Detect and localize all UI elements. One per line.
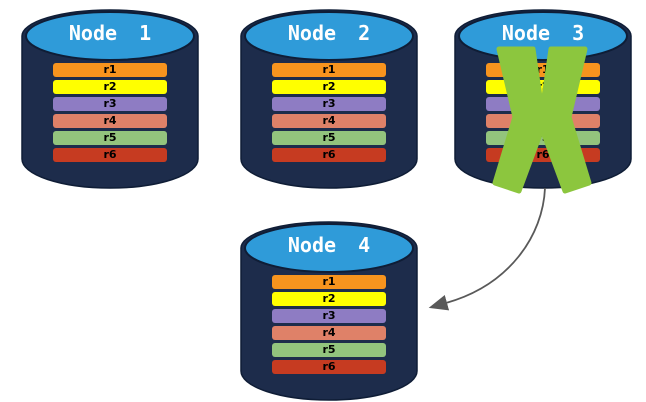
replica-row-r5: r5: [272, 343, 386, 357]
replica-rows: r1 r2 r3 r4 r5 r6: [272, 275, 386, 377]
replica-row-r3: r3: [272, 309, 386, 323]
failure-x-icon: [492, 46, 592, 194]
node-3: Node 3 r1 r2 r3 r4 r5 r6: [453, 7, 633, 197]
replica-row-r4: r4: [272, 326, 386, 340]
replica-row-r5: r5: [272, 131, 386, 145]
node-title: Node 4: [287, 233, 371, 257]
replica-row-r2: r2: [272, 80, 386, 94]
replica-row-r4: r4: [53, 114, 167, 128]
replica-row-r1: r1: [53, 63, 167, 77]
replica-row-r6: r6: [272, 360, 386, 374]
node-title: Node 1: [68, 21, 152, 45]
replica-row-r6: r6: [272, 148, 386, 162]
replica-rows: r1 r2 r3 r4 r5 r6: [53, 63, 167, 165]
node-title: Node 2: [287, 21, 371, 45]
replica-row-r3: r3: [53, 97, 167, 111]
replica-row-r4: r4: [272, 114, 386, 128]
replica-row-r2: r2: [53, 80, 167, 94]
replica-row-r1: r1: [272, 63, 386, 77]
replica-row-r3: r3: [272, 97, 386, 111]
replica-row-r1: r1: [272, 275, 386, 289]
node-title: Node 3: [501, 21, 585, 45]
node-2: Node 2 r1 r2 r3 r4 r5 r6: [239, 7, 419, 197]
node-1: Node 1 r1 r2 r3 r4 r5 r6: [20, 7, 200, 197]
node-4: Node 4 r1 r2 r3 r4 r5 r6: [239, 219, 419, 402]
replica-row-r6: r6: [53, 148, 167, 162]
replica-rows: r1 r2 r3 r4 r5 r6: [272, 63, 386, 165]
replica-row-r2: r2: [272, 292, 386, 306]
replica-row-r5: r5: [53, 131, 167, 145]
